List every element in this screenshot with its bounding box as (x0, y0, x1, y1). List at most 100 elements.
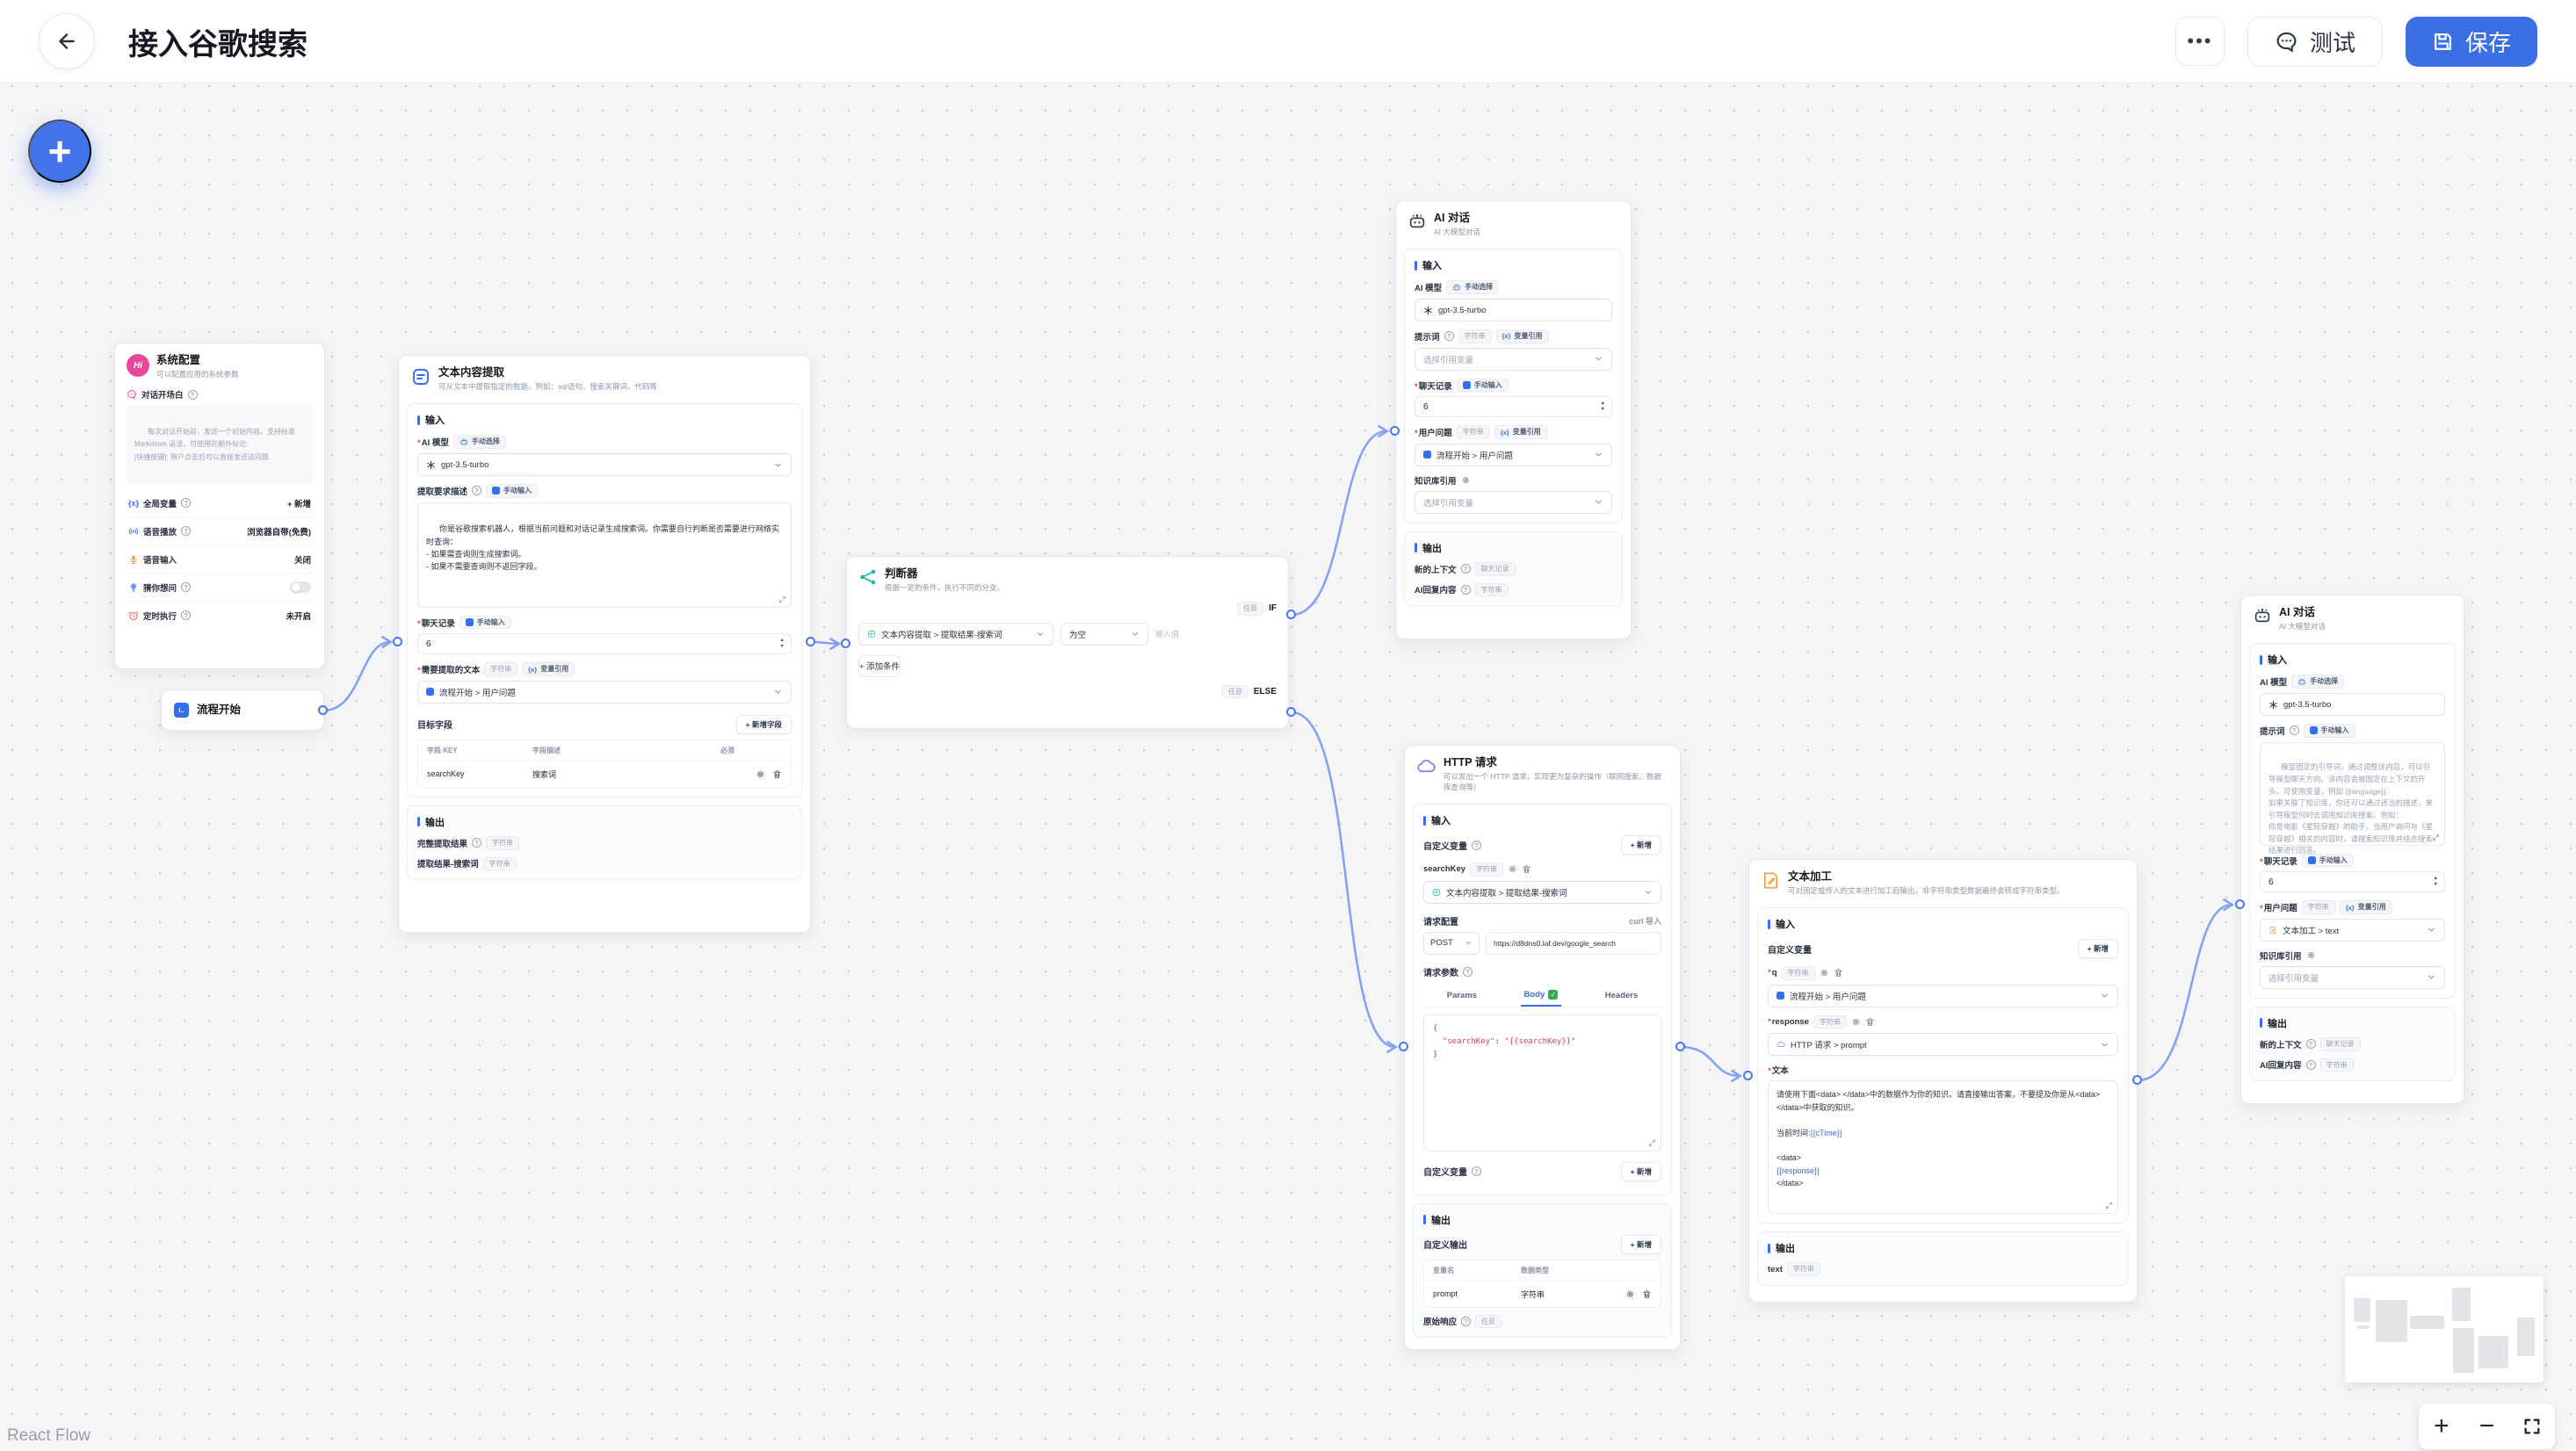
response-source-select[interactable]: HTTP 请求 > prompt (1768, 1033, 2118, 1057)
tts-value[interactable]: 浏览器自带(免费) (247, 527, 311, 538)
method-select[interactable]: POST (1423, 931, 1480, 955)
more-button[interactable]: ••• (2174, 17, 2225, 66)
curl-import-button[interactable]: curl 导入 (1628, 916, 1661, 926)
add-output-button[interactable]: + 新增 (1620, 1234, 1661, 1254)
node-ai-chat-1[interactable]: AI 对话 AI 大模型对话 输入 AI 模型 手动选择 gpt-3.5-tur… (1395, 200, 1632, 639)
kb-select[interactable]: 选择引用变量 (2260, 965, 2445, 989)
handle-classifier-if-out[interactable] (1286, 610, 1296, 619)
gear-icon[interactable] (1851, 1017, 1861, 1027)
kb-select-placeholder: 选择引用变量 (2268, 973, 2319, 984)
extract-desc-textarea[interactable]: 你是谷歌搜索机器人，根据当前问题和对话记录生成搜索词。你需要自行判断是否需要进行… (417, 502, 792, 608)
fit-view-button[interactable] (2514, 1409, 2550, 1444)
stepper-down-icon[interactable]: ▼ (779, 644, 785, 650)
add-var-button[interactable]: + 新增 (2077, 939, 2118, 959)
manual-select-badge: 手动选择 (1446, 280, 1500, 295)
gear-icon[interactable] (2306, 950, 2316, 960)
stepper-up-icon[interactable]: ▲ (2433, 876, 2438, 882)
model-select[interactable]: gpt-3.5-turbo (2260, 693, 2445, 717)
back-button[interactable] (39, 13, 95, 69)
save-button[interactable]: 保存 (2405, 16, 2537, 67)
add-condition-button[interactable]: + 添加条件 (858, 654, 901, 677)
prompt-label: 提示词 (1415, 332, 1440, 343)
handle-extract-out[interactable] (806, 637, 815, 646)
handle-http-in[interactable] (1399, 1042, 1408, 1051)
tab-body[interactable]: Body✓ (1520, 985, 1562, 1007)
gear-icon[interactable] (1508, 864, 1517, 874)
condition-source-select[interactable]: 文本内容提取 > 提取结果-搜索词 (858, 622, 1053, 646)
handle-textprocess-in[interactable] (1743, 1071, 1753, 1080)
add-field-button[interactable]: + 新增字段 (735, 714, 792, 734)
trash-icon[interactable] (1834, 968, 1843, 978)
var-source-select[interactable]: 文本内容提取 > 提取结果-搜索词 (1423, 880, 1661, 904)
prompt-select[interactable]: 选择引用变量 (1415, 347, 1612, 371)
stepper-down-icon[interactable]: ▼ (1600, 407, 1605, 413)
stepper-up-icon[interactable]: ▲ (779, 638, 785, 644)
history-count-input[interactable]: 6 ▲▼ (1415, 396, 1612, 418)
gear-icon[interactable] (1461, 475, 1471, 485)
help-icon: ? (2305, 1039, 2316, 1050)
handle-aichat2-in[interactable] (2235, 899, 2245, 909)
add-var-button[interactable]: + 新增 (1620, 835, 1661, 855)
expand-icon[interactable] (778, 596, 786, 603)
body-code-editor[interactable]: { "searchKey": "{{searchKey}}" } (1423, 1014, 1661, 1151)
add-node-button[interactable]: + (28, 119, 91, 183)
handle-http-out[interactable] (1675, 1042, 1685, 1051)
expand-icon[interactable] (2432, 834, 2440, 841)
trash-icon[interactable] (772, 769, 782, 779)
handle-textprocess-out[interactable] (2132, 1075, 2142, 1085)
history-count-input[interactable]: 6 ▲▼ (417, 633, 792, 655)
expand-icon[interactable] (2105, 1202, 2113, 1209)
trash-icon[interactable] (1522, 864, 1531, 874)
prompt-textarea[interactable]: 模型固定的引导词，通过调整该内容，可以引导模型聊天方向。该内容会被固定在上下文的… (2260, 741, 2445, 855)
zoom-out-button[interactable]: − (2478, 1411, 2495, 1440)
stepper-down-icon[interactable]: ▼ (2433, 882, 2438, 888)
node-classifier[interactable]: 判断器 根据一定的条件，执行不同的分支。 任意 IF 文本内容提取 > 提取结果… (846, 556, 1289, 729)
resize-icon[interactable] (1648, 1139, 1656, 1147)
condition-op-select[interactable]: 为空 (1060, 622, 1148, 646)
guess-toggle[interactable] (290, 581, 311, 594)
handle-flow-start-out[interactable] (318, 705, 328, 715)
node-flow-start[interactable]: I.. 流程开始 (161, 689, 324, 731)
number-stepper[interactable]: ▲▼ (2434, 874, 2438, 890)
q-source-select[interactable]: 流程开始 > 用户问题 (1768, 984, 2118, 1007)
node-http-request[interactable]: HTTP 请求 可以发出一个 HTTP 请求，实现更为复杂的操作（联网搜索、数据… (1404, 745, 1681, 1350)
add-global-var-button[interactable]: + 新增 (286, 499, 311, 509)
node-system-config[interactable]: Hi 系统配置 可以配置应用的系统参数 对话开场白 ? 每次对话开始前，发送一个… (114, 343, 325, 669)
history-count-input[interactable]: 6 ▲▼ (2260, 871, 2445, 893)
node-text-process[interactable]: 文本加工 可对固定或传入的文本进行加工后输出，非字符串类型数据最终会转成字符串类… (1748, 859, 2138, 1303)
handle-aichat1-in[interactable] (1390, 426, 1400, 436)
gear-icon[interactable] (1820, 968, 1829, 978)
model-select[interactable]: gpt-3.5-turbo (1415, 299, 1612, 322)
handle-extract-in[interactable] (393, 637, 402, 646)
handle-classifier-in[interactable] (841, 639, 850, 648)
test-button[interactable]: 测试 (2247, 16, 2383, 67)
user-question-select[interactable]: 文本加工 > text (2260, 918, 2445, 942)
kb-select[interactable]: 选择引用变量 (1415, 490, 1612, 514)
section-bar (2260, 654, 2262, 665)
stt-value[interactable]: 关闭 (293, 555, 311, 566)
tab-params[interactable]: Params (1446, 990, 1478, 1000)
gear-icon[interactable] (756, 769, 765, 779)
number-stepper[interactable]: ▲▼ (780, 636, 785, 652)
url-input[interactable]: https://d8dns0.laf.dev/google_search (1486, 931, 1661, 955)
condition-value-input[interactable]: 输入值 (1155, 630, 1180, 639)
add-var-button[interactable]: + 新增 (1620, 1161, 1661, 1181)
target-text-select[interactable]: 流程开始 > 用户问题 (417, 680, 792, 704)
zoom-in-button[interactable]: + (2434, 1411, 2449, 1440)
stepper-up-icon[interactable]: ▲ (1600, 401, 1605, 407)
model-select[interactable]: gpt-3.5-turbo (417, 453, 792, 477)
user-question-select[interactable]: 流程开始 > 用户问题 (1415, 443, 1612, 466)
flow-start-icon: I.. (174, 703, 189, 718)
trash-icon[interactable] (1642, 1289, 1652, 1299)
gear-icon[interactable] (1625, 1289, 1635, 1299)
tab-headers[interactable]: Headers (1604, 990, 1639, 1000)
handle-classifier-else-out[interactable] (1286, 707, 1296, 717)
trash-icon[interactable] (1865, 1017, 1875, 1027)
welcome-textarea[interactable]: 每次对话开始前，发送一个初始内容。支持标准 Markdown 语法，可使用的额外… (127, 405, 313, 485)
number-stepper[interactable]: ▲▼ (1601, 399, 1605, 415)
node-ai-chat-2[interactable]: AI 对话 AI 大模型对话 输入 AI 模型 手动选择 gpt-3.5-tur… (2240, 595, 2464, 1104)
node-text-extract[interactable]: 文本内容提取 可从文本中提取指定的数据，例如：sql语句、搜索关键词、代码等 输… (398, 355, 811, 933)
text-template-textarea[interactable]: 请使用下面<data> </data>中的数据作为你的知识。请直接输出答案，不要… (1768, 1080, 2118, 1215)
minimap[interactable] (2345, 1276, 2543, 1382)
timer-value[interactable]: 未开启 (286, 611, 311, 622)
